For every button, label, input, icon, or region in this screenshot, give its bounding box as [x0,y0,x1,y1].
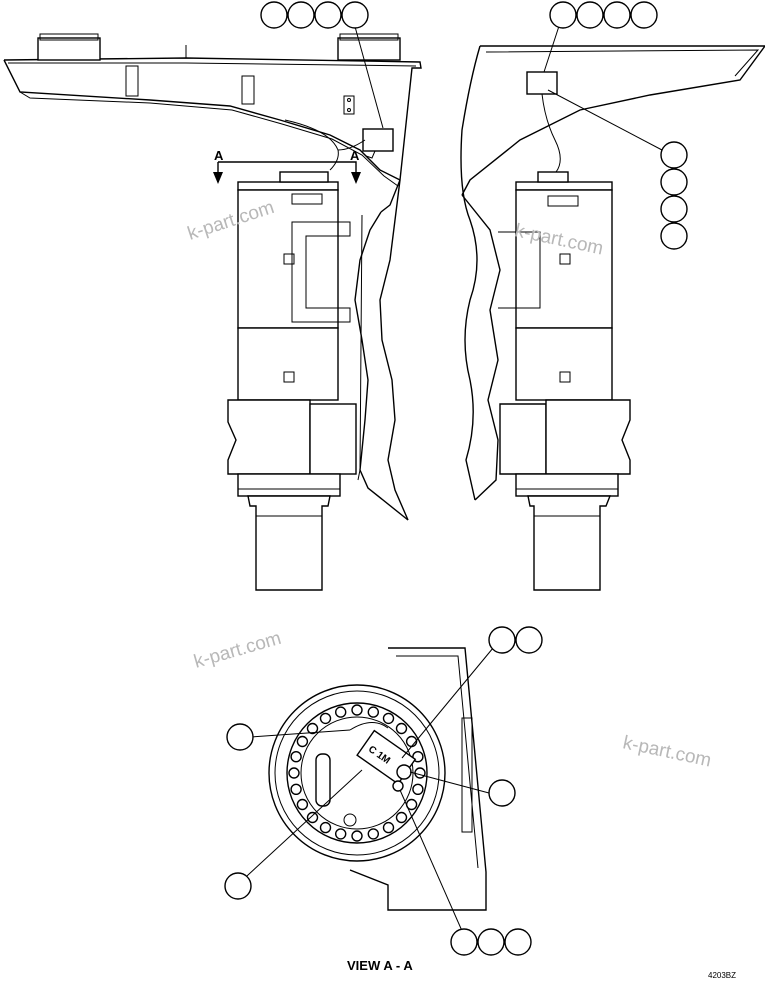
callout-balloon [450,928,478,956]
bolt [306,811,319,824]
swing-motor-upper-right [515,189,613,329]
bolt-ring [286,702,428,844]
callout-balloon [504,928,532,956]
watermark: k-part.com [621,732,713,771]
section-label-right: A [350,148,360,163]
bolt [414,767,426,779]
callout-balloon [477,928,505,956]
bolt [382,712,395,725]
leader-lines [235,22,663,941]
callout-balloon [660,141,688,169]
right-side-view [460,45,765,591]
callout-balloon [515,626,543,654]
swing-motor-middle [237,327,339,401]
callout-balloons [224,1,688,956]
bolt [290,751,302,763]
callout-balloon [660,222,688,250]
callout-balloon [549,1,577,29]
bolt [296,798,309,811]
callout-balloon [603,1,631,29]
callout-balloon [630,1,658,29]
left-side-view: A A [3,33,422,591]
callout-balloon [488,626,516,654]
callout-balloon [314,1,342,29]
bolt [335,828,347,840]
view-title: VIEW A - A [347,958,413,973]
bolt [382,821,395,834]
section-view-a-a: C 1M VIEW A - A [268,647,487,973]
swing-motor-middle-right [515,327,613,401]
pinion-right [527,495,612,591]
bolt-circle [288,704,426,842]
section-label-left: A [214,148,224,163]
bolt [306,722,319,735]
bolt [296,735,309,748]
bolt [395,811,408,824]
callout-balloon [488,779,516,807]
bolt [351,704,363,716]
swing-gearbox-left [227,399,311,475]
outer-flange [268,684,446,862]
bolt [351,830,363,842]
bolt [290,783,302,795]
bolt [335,706,347,718]
drawing-code: 4203BZ [708,971,736,980]
swing-gearbox-right [545,399,631,475]
callout-balloon [660,168,688,196]
pinion-left [247,495,331,591]
callout-balloon [576,1,604,29]
relay-box-right [526,71,558,95]
roof-block-right [337,37,401,61]
callout-balloon [341,1,369,29]
callout-balloon [660,195,688,223]
bolt [319,712,332,725]
callout-balloon [224,872,252,900]
relay-box-left [362,128,394,152]
bolt [395,722,408,735]
bolt [412,783,424,795]
callout-balloon [226,723,254,751]
bolt [367,706,379,718]
bolt [319,821,332,834]
watermark: k-part.com [192,628,284,673]
bolt [367,828,379,840]
callout-balloon [287,1,315,29]
roof-block-left [37,37,101,61]
bolt [288,767,300,779]
callout-balloon [260,1,288,29]
